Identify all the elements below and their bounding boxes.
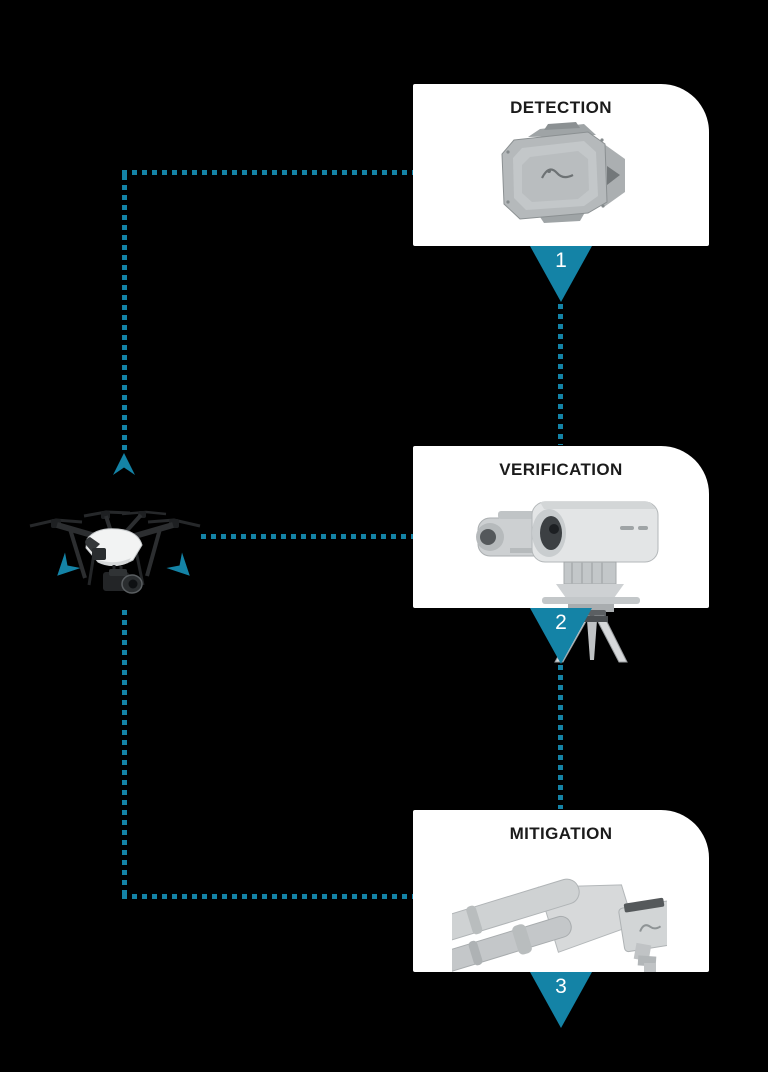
dotted-connector-detection-to-drone-horizontal	[122, 170, 413, 175]
step-marker-3: 3	[530, 972, 592, 1028]
chevron-down-left-icon	[57, 552, 81, 576]
dotted-connector-detection-to-drone-vertical	[122, 175, 127, 452]
quadcopter-drone-icon	[29, 510, 201, 594]
jammer-antenna-icon	[452, 878, 667, 972]
dotted-connector-step2-to-step3	[558, 665, 563, 809]
dotted-connector-drone-to-mitigation-vertical	[122, 610, 127, 894]
step-number-1: 1	[555, 249, 567, 272]
chevron-down-right-icon	[166, 552, 190, 576]
dotted-connector-drone-to-verification	[201, 534, 413, 539]
dotted-connector-step1-to-step2	[558, 304, 563, 445]
ptz-camera-icon	[476, 501, 659, 663]
stage-title-detection: DETECTION	[510, 98, 612, 117]
radar-sensor-icon	[501, 122, 625, 223]
stage-title-mitigation: MITIGATION	[509, 824, 613, 843]
chevron-up-icon	[113, 453, 135, 475]
step-number-2: 2	[555, 611, 567, 634]
step-number-3: 3	[555, 975, 567, 998]
step-marker-1: 1	[530, 246, 592, 302]
dotted-connector-drone-to-mitigation-horizontal	[122, 894, 414, 899]
stage-title-verification: VERIFICATION	[499, 460, 623, 479]
